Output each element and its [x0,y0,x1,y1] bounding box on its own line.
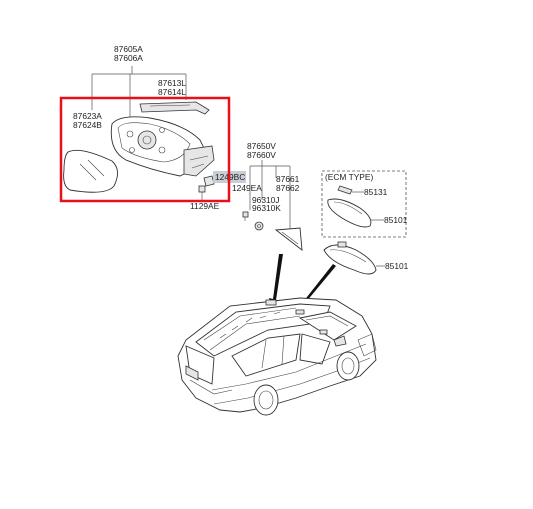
label-screw-1: 1249EA [232,183,262,193]
ecm-small-part [337,185,353,195]
mirror-housing [110,116,215,177]
triangle-cover-detail [281,231,299,245]
leader-housing [249,160,291,232]
sensor-part [254,221,264,231]
triangle-cover [274,227,303,251]
vehicle-illustration [177,297,377,416]
mirror-cover [139,101,210,115]
ecm-box [321,170,407,238]
label-glass-1: 87623A [73,111,102,121]
label-ecm-part: 85131 [364,187,388,197]
label-inner-cover-2: 87662 [276,183,300,193]
label-housing-1: 87650V [247,141,276,151]
label-inner-cover-1: 87661 [276,174,300,184]
leader-mirror-assy [91,66,187,118]
label-housing-2: 87660V [247,150,276,160]
arrow-to-vehicle-1 [269,254,283,308]
ecm-mirror [327,198,372,228]
screw-part [198,185,206,201]
highlight-frame [59,96,231,203]
label-ecm-mirror: 85101 [384,215,408,225]
label-mirror-assy-1: 87605A [114,44,143,54]
mirror-glass [63,149,118,193]
label-sensor-2: 96310K [252,203,281,213]
arrow-to-vehicle-2 [300,264,336,310]
label-glass-2: 87624B [73,120,102,130]
label-std-mirror: 85101 [385,261,409,271]
rear-view-mirror [323,241,377,275]
inner-screw [242,211,249,221]
label-screw-2: 1129AE [190,201,220,211]
label-cover-1: 87613L [158,78,186,88]
label-ecm-type: (ECM TYPE) [325,172,373,182]
label-mirror-assy-2: 87606A [114,53,143,63]
clip-part [203,175,215,187]
label-cover-2: 87614L [158,87,186,97]
label-sensor-1: 96310J [252,195,279,205]
